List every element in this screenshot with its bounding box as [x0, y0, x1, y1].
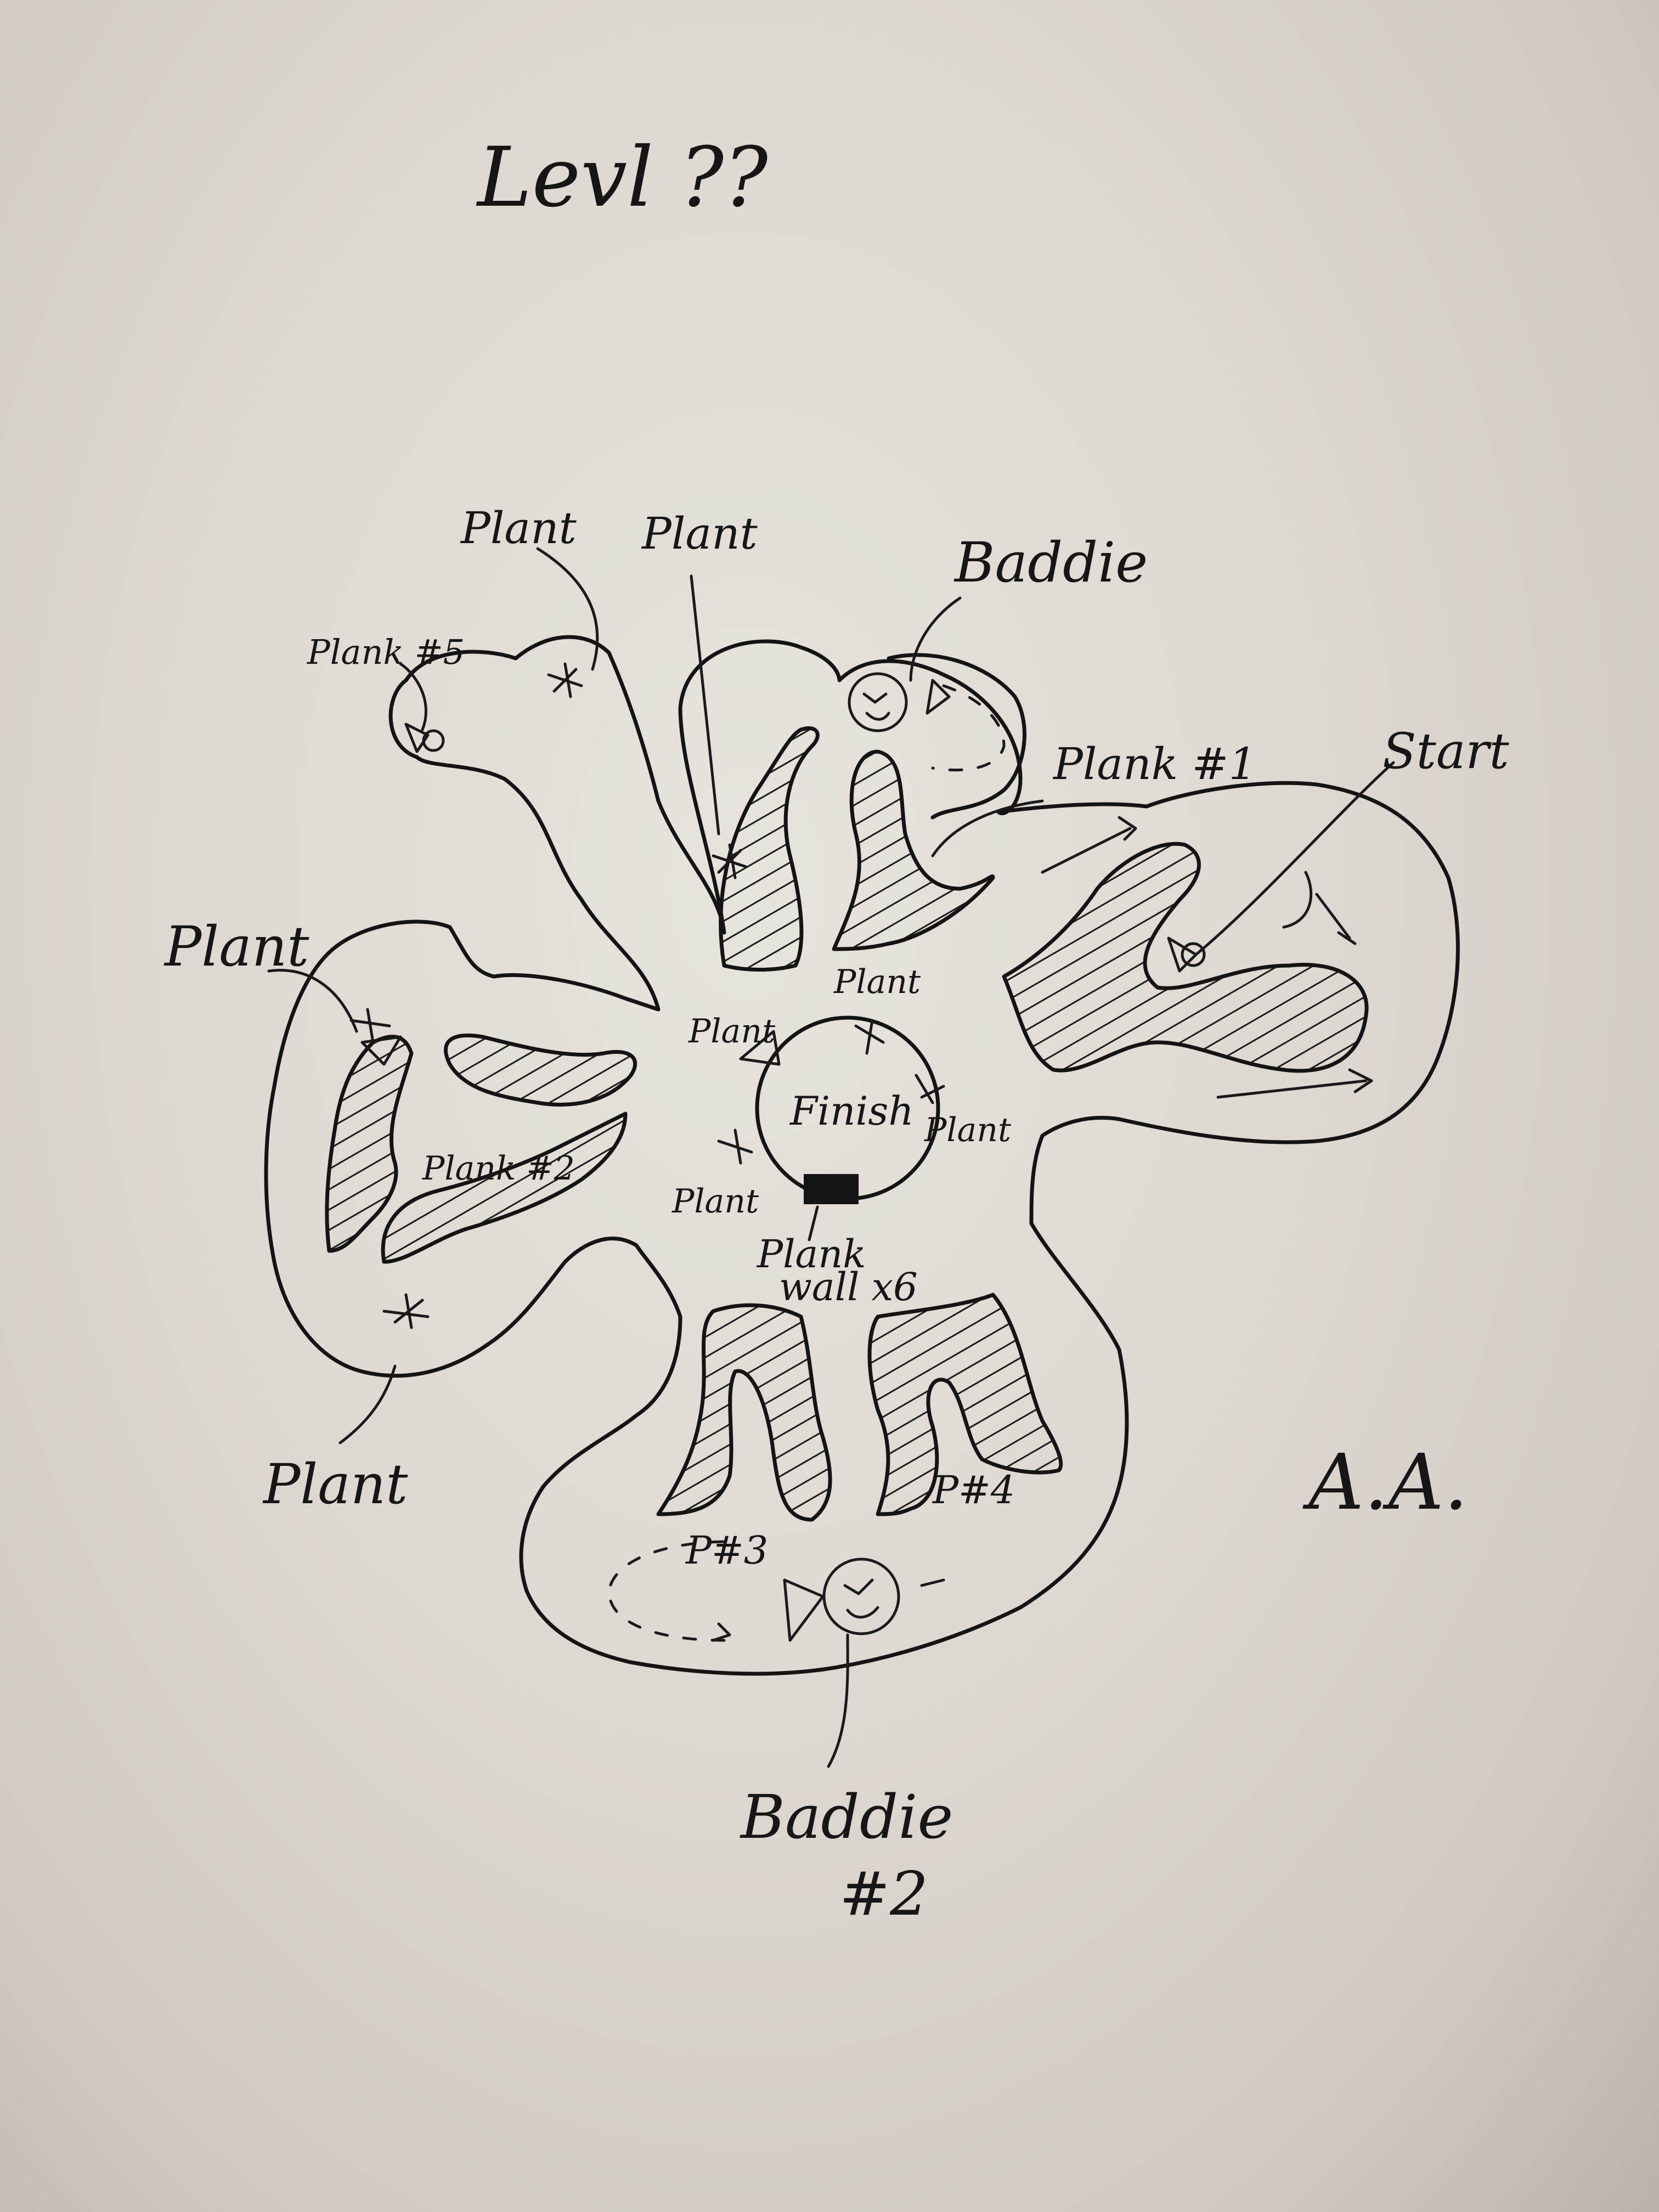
label-plant: Plant	[688, 1012, 776, 1051]
finish-label: Finish	[789, 1088, 914, 1134]
plant-top-left-pointer	[536, 547, 599, 671]
label-baddie-2: Baddie	[740, 1782, 953, 1852]
label-start: Start	[1383, 723, 1510, 780]
plank5-pointer	[399, 662, 427, 731]
move-arrow	[1282, 871, 1357, 945]
label-plant: Plant	[262, 1452, 408, 1516]
plant-triangle-icon	[360, 1035, 402, 1066]
obstacle-left-wedge	[325, 1035, 414, 1253]
obstacle-bottom-left	[656, 1303, 832, 1522]
plant-icon	[349, 1008, 391, 1044]
plank1-pointer	[931, 799, 1044, 857]
label-plant: Plant	[833, 963, 921, 1001]
label-baddie: Baddie	[953, 531, 1148, 595]
move-arrow	[712, 1578, 945, 1642]
label-plank-2: Plank #2	[422, 1149, 575, 1188]
baddie-2-icon	[783, 1558, 900, 1642]
plank-wall-pointer	[808, 1205, 819, 1242]
baddie-2-pointer	[827, 1633, 849, 1768]
label-plant: Plant	[672, 1182, 759, 1221]
label-plant: Plant	[641, 508, 758, 559]
label-plank-1: Plank #1	[1052, 738, 1256, 789]
level-title: Levl ??	[476, 130, 769, 225]
label-plank-wall: wall x6	[779, 1265, 918, 1310]
move-arrow	[1041, 816, 1137, 874]
baddie-patrol-path	[931, 684, 1006, 772]
plant-left-pointer	[267, 969, 358, 1033]
label-plant: Plant	[460, 503, 577, 554]
label-plant: Plant	[924, 1111, 1012, 1149]
label-plant: Plant	[163, 915, 309, 979]
plant-icon	[712, 843, 748, 879]
obstacle-bottom-right	[867, 1293, 1063, 1516]
baddie-icon	[848, 672, 951, 732]
obstacle-top-left	[719, 726, 820, 972]
plant-icon	[547, 662, 583, 698]
baddie-2-patrol-path	[607, 1540, 731, 1642]
move-arrow	[1216, 1068, 1373, 1099]
start-pointer	[1194, 761, 1395, 956]
plant-icon	[382, 1293, 430, 1329]
plank-wall-block	[804, 1174, 859, 1204]
obstacle-left-lower	[381, 1111, 628, 1264]
obstacle-top-right	[832, 749, 995, 951]
label-p3: P#3	[685, 1528, 768, 1573]
label-plank-wall: Plank	[756, 1232, 866, 1277]
start-point	[1181, 942, 1206, 967]
plant-bottom-left-pointer	[338, 1364, 397, 1444]
plant-icon	[717, 1128, 753, 1165]
signature: A.A.	[1302, 1438, 1468, 1527]
obstacle-start-region	[1002, 842, 1369, 1073]
label-baddie-2-number: #2	[839, 1859, 928, 1929]
plank5-marker-icon	[404, 723, 445, 753]
obstacle-left-upper	[444, 1033, 637, 1107]
baddie-patrol-area	[887, 653, 1026, 820]
plant-top-mid-pointer	[690, 574, 720, 836]
plant-icon	[854, 1019, 885, 1055]
label-plank-5: Plank #5	[307, 632, 465, 672]
plant-icon	[915, 1074, 945, 1104]
label-p4: P#4	[932, 1468, 1015, 1513]
level-outline	[264, 635, 1460, 1676]
plant-triangle-icon	[739, 1030, 781, 1066]
baddie-pointer	[909, 596, 962, 682]
